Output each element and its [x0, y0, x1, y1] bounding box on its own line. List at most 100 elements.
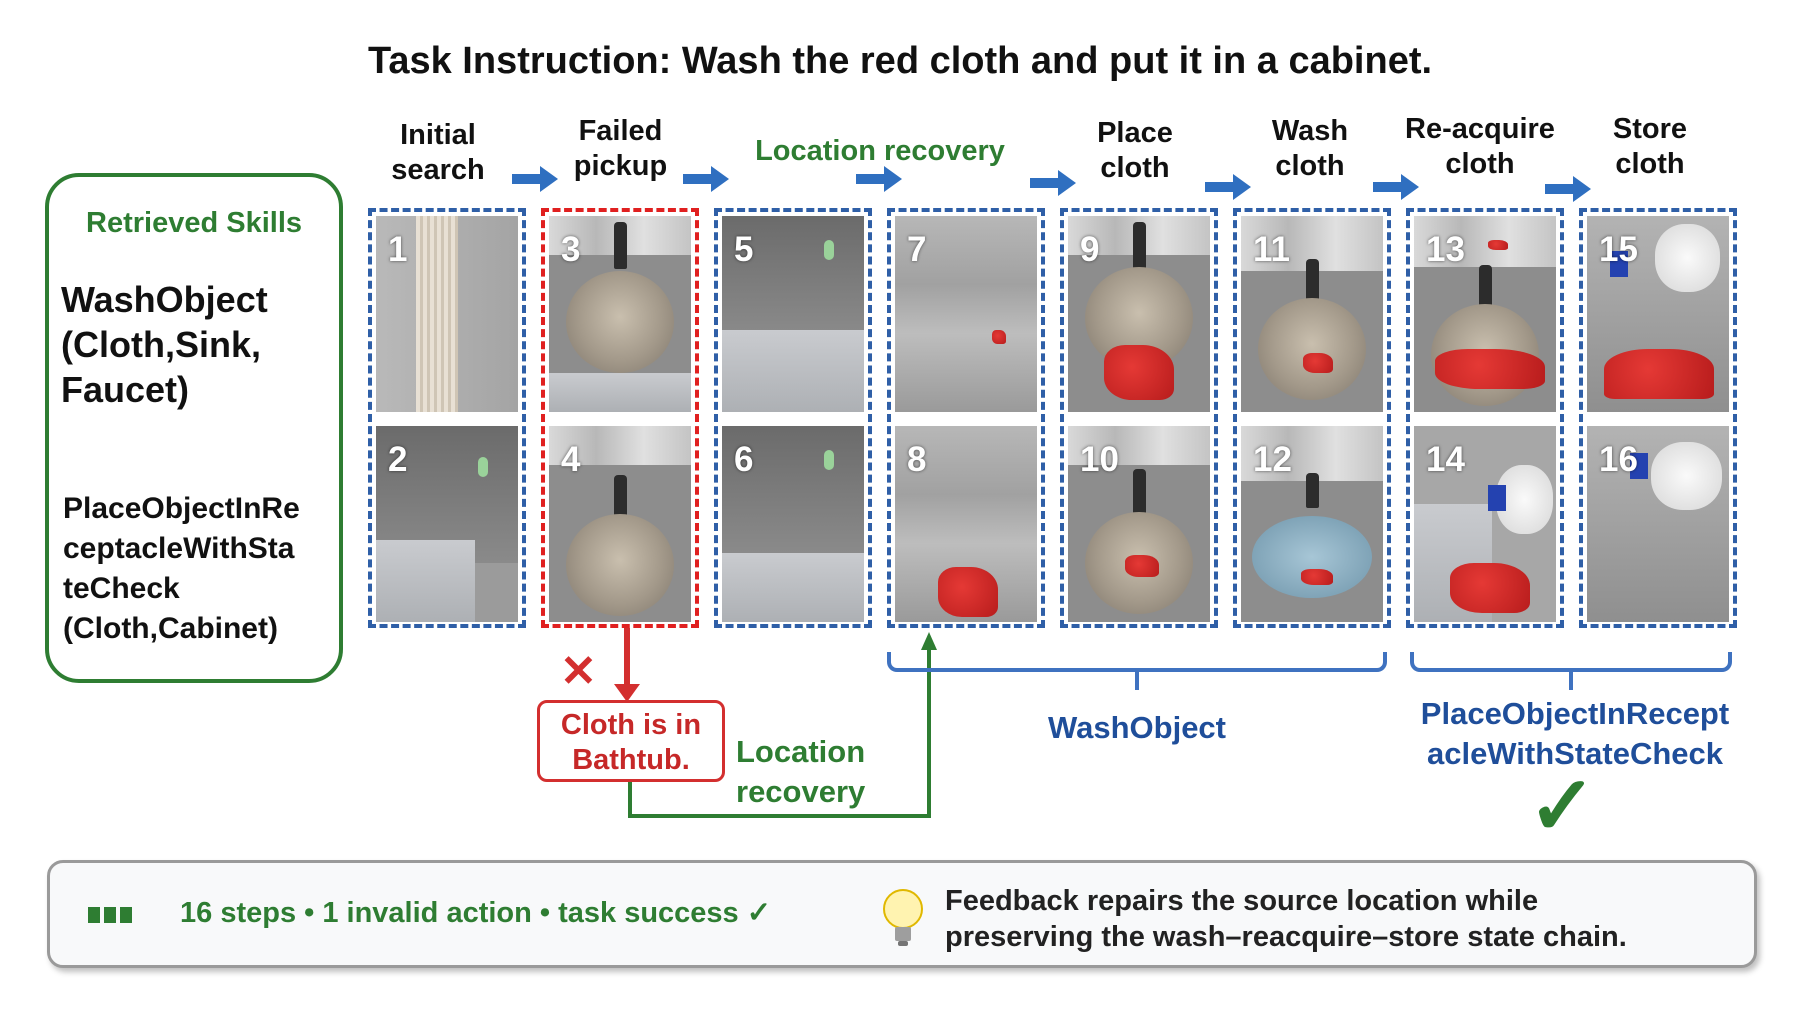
step-frame: 15 [1587, 216, 1729, 412]
step-number: 7 [907, 230, 927, 269]
step-frame: 16 [1587, 426, 1729, 622]
skill-1-line: WashObject [61, 279, 268, 320]
step-column-store-cloth: 15 16 [1579, 208, 1737, 628]
summary-footer: 16 steps • 1 invalid action • task succe… [47, 860, 1757, 968]
stage-label-line: Re-acquire [1405, 113, 1555, 145]
flow-arrow-icon [683, 166, 729, 192]
progress-dots-icon [88, 907, 136, 928]
step-frame: 13 [1414, 216, 1556, 412]
flow-arrow-icon [1545, 176, 1591, 202]
failure-down-arrow-icon [614, 628, 640, 702]
recovery-path-arrow-icon [628, 632, 937, 818]
failure-message-line: Bathtub. [572, 744, 690, 776]
step-frame: 5 [722, 216, 864, 412]
stage-label-line: Wash [1271, 115, 1349, 147]
recovery-label-line: Location [736, 734, 866, 769]
step-number: 2 [388, 440, 408, 479]
place-object-bracket [1410, 652, 1732, 690]
task-instruction-title: Task Instruction: Wash the red cloth and… [367, 40, 1433, 82]
stage-place-cloth: Place cloth [1060, 116, 1210, 186]
step-column-reacquire-cloth: 13 14 [1406, 208, 1564, 628]
flow-arrow-icon [856, 166, 902, 192]
step-number: 5 [734, 230, 754, 269]
step-frame: 1 [376, 216, 518, 412]
stage-reacquire-cloth: Re-acquire cloth [1390, 112, 1570, 182]
retrieved-skills-heading: Retrieved Skills [86, 207, 302, 239]
step-frame: 3 [549, 216, 691, 412]
stage-label-line: Initial [400, 119, 476, 151]
step-number: 4 [561, 440, 581, 479]
failure-message-box: Cloth is in Bathtub. [537, 700, 725, 782]
stage-label-line: cloth [1615, 148, 1685, 180]
stage-store-cloth: Store cloth [1580, 112, 1720, 182]
failure-message-line: Cloth is in [560, 709, 702, 741]
skill-2-line: ceptacleWithSta [63, 532, 295, 565]
step-column-initial-search: 1 2 [368, 208, 526, 628]
skill-2-line: teCheck [63, 572, 180, 605]
step-number: 8 [907, 440, 927, 479]
flow-arrow-icon [1205, 174, 1251, 200]
success-check-icon: ✓ [1528, 761, 1597, 852]
stage-location-recovery: Location recovery [755, 135, 1005, 167]
step-column-failed-pickup: 3 4 [541, 208, 699, 628]
feedback-note: Feedback repairs the source location whi… [945, 883, 1725, 955]
step-number: 11 [1253, 230, 1290, 269]
stage-label-line: cloth [1275, 150, 1345, 182]
step-frame: 14 [1414, 426, 1556, 622]
step-number: 3 [561, 230, 581, 269]
step-number: 6 [734, 440, 754, 479]
stage-label-line: Place [1097, 117, 1173, 149]
step-frame: 10 [1068, 426, 1210, 622]
step-frame: 8 [895, 426, 1037, 622]
step-number: 12 [1253, 440, 1292, 479]
recovery-label-line: recovery [736, 774, 866, 809]
step-frame: 9 [1068, 216, 1210, 412]
failure-x-icon: ✕ [560, 647, 597, 696]
stage-label-line: cloth [1445, 148, 1515, 180]
retrieved-skills-panel: Retrieved Skills WashObject (Cloth,Sink,… [45, 173, 343, 683]
step-frame: 6 [722, 426, 864, 622]
step-number: 15 [1599, 230, 1638, 269]
skill-2-line: (Cloth,Cabinet) [63, 612, 278, 645]
step-column-recovery-a: 5 6 [714, 208, 872, 628]
feedback-line: preserving the wash–reacquire–store stat… [945, 921, 1627, 953]
stage-initial-search: Initial search [368, 118, 508, 188]
wash-object-bracket [887, 652, 1387, 690]
stage-label-line: search [391, 154, 485, 186]
place-label-line: PlaceObjectInRecept [1420, 696, 1730, 731]
flow-arrow-icon [1030, 170, 1076, 196]
stage-label-line: Failed [578, 115, 663, 147]
step-frame: 12 [1241, 426, 1383, 622]
skill-1-line: Faucet) [61, 369, 190, 410]
skill-place-object: PlaceObjectInRe ceptacleWithSta teCheck … [63, 489, 343, 649]
step-frame: 11 [1241, 216, 1383, 412]
stage-label-line: cloth [1100, 152, 1170, 184]
place-label-line: acleWithStateCheck [1426, 736, 1724, 771]
step-number: 9 [1080, 230, 1100, 269]
step-column-place-cloth: 9 10 [1060, 208, 1218, 628]
step-number: 13 [1426, 230, 1465, 269]
lightbulb-icon [883, 889, 923, 946]
step-number: 1 [388, 230, 408, 269]
step-column-wash-cloth: 11 12 [1233, 208, 1391, 628]
step-frame: 4 [549, 426, 691, 622]
stage-wash-cloth: Wash cloth [1235, 114, 1385, 184]
skill-wash-object: WashObject (Cloth,Sink, Faucet) [61, 277, 268, 412]
stage-failed-pickup: Failed pickup [548, 114, 693, 184]
flow-arrow-icon [1373, 174, 1419, 200]
place-object-group-label: PlaceObjectInRecept acleWithStateCheck [1400, 694, 1750, 774]
step-number: 14 [1426, 440, 1465, 479]
stage-label-line: pickup [573, 150, 668, 182]
step-frame: 7 [895, 216, 1037, 412]
step-frame: 2 [376, 426, 518, 622]
location-recovery-label: Location recovery [736, 732, 886, 812]
skill-2-line: PlaceObjectInRe [63, 492, 300, 525]
step-number: 10 [1080, 440, 1119, 479]
run-stats: 16 steps • 1 invalid action • task succe… [180, 897, 772, 929]
skill-1-line: (Cloth,Sink, [61, 324, 261, 365]
flow-arrow-icon [512, 166, 558, 192]
step-column-recovery-b: 7 8 [887, 208, 1045, 628]
wash-object-group-label: WashObject [1048, 710, 1226, 745]
step-number: 16 [1599, 440, 1638, 479]
feedback-line: Feedback repairs the source location whi… [945, 885, 1539, 917]
